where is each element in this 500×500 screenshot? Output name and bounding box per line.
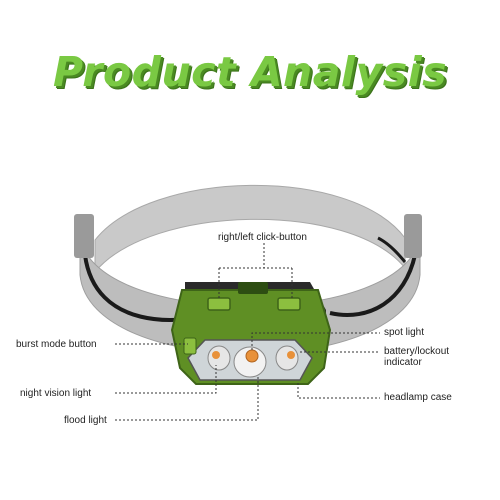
- label-night-vision: night vision light: [20, 388, 92, 399]
- label-flood-light: flood light: [64, 415, 107, 426]
- headband-back-stripe: [377, 236, 407, 263]
- callout-lines: [115, 243, 380, 421]
- label-headlamp-case: headlamp case: [384, 392, 452, 403]
- callout-flood-light: [115, 375, 259, 421]
- right-reflector: [275, 345, 299, 371]
- callout-night-vision: [115, 365, 217, 394]
- headband-front: [79, 234, 421, 355]
- left-click-button: [277, 297, 301, 311]
- label-click-button: right/left click-button: [218, 232, 307, 243]
- strap-clip-right: [404, 214, 422, 258]
- burst-mode-button: [183, 337, 197, 355]
- label-battery-line2: indicator: [384, 357, 422, 368]
- label-burst-mode: burst mode button: [16, 339, 97, 350]
- right-led: [287, 351, 295, 359]
- callout-click-button: [218, 243, 293, 300]
- callout-spot-light: [251, 332, 380, 350]
- headband-stripe-right: [329, 254, 417, 317]
- callout-headlamp-case: [297, 383, 380, 399]
- strap-clip-left: [74, 214, 94, 258]
- night-vision-led: [212, 351, 220, 359]
- spot-light: [245, 349, 259, 363]
- label-spot-light: spot light: [384, 327, 425, 338]
- right-click-button: [207, 297, 231, 311]
- top-slot: [238, 282, 268, 294]
- label-battery-line1: battery/lockout: [384, 346, 450, 357]
- headband-back: [94, 184, 406, 274]
- night-vision-light: [207, 345, 231, 371]
- page-title: Product Analysis: [52, 48, 448, 96]
